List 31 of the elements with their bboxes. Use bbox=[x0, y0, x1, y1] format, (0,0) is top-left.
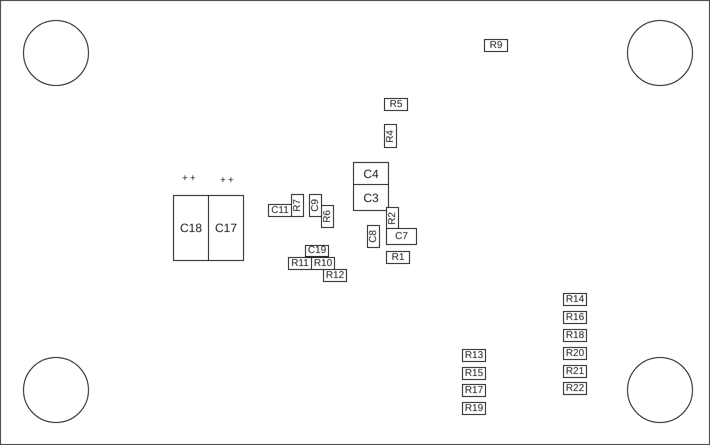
component-footprint: R7 bbox=[291, 194, 304, 217]
component-footprint: R4 bbox=[384, 124, 397, 148]
component-footprint: R17 bbox=[462, 384, 486, 397]
component-footprint: R13 bbox=[462, 349, 486, 362]
component-footprint: C19 bbox=[305, 245, 329, 257]
component-footprint: R16 bbox=[563, 311, 587, 324]
component-footprint: C3 bbox=[353, 184, 389, 211]
component-footprint: R20 bbox=[563, 347, 587, 360]
component-footprint: R19 bbox=[462, 402, 486, 415]
component-footprint: R14 bbox=[563, 293, 587, 306]
component-footprint: R12 bbox=[323, 269, 347, 282]
polarity-mark: ++ bbox=[220, 175, 236, 186]
polarity-mark: ++ bbox=[182, 173, 198, 184]
component-footprint: C11 bbox=[268, 204, 292, 217]
component-footprint: C7 bbox=[386, 228, 417, 245]
component-footprint: R5 bbox=[384, 98, 408, 111]
component-footprint: R15 bbox=[462, 367, 486, 380]
component-footprint: C18 bbox=[173, 195, 209, 261]
component-footprint: R22 bbox=[563, 382, 587, 395]
component-footprint: R11 bbox=[288, 257, 312, 270]
component-footprint: C8 bbox=[367, 225, 380, 248]
component-footprint: R21 bbox=[563, 365, 587, 378]
component-footprint: R18 bbox=[563, 329, 587, 342]
component-footprint: R9 bbox=[484, 39, 508, 52]
component-footprint: C9 bbox=[309, 194, 322, 217]
component-footprint: R6 bbox=[321, 205, 334, 228]
component-footprint: R2 bbox=[386, 207, 399, 230]
component-footprint: C4 bbox=[353, 162, 389, 185]
component-footprint: C17 bbox=[208, 195, 244, 261]
component-footprint: R10 bbox=[311, 257, 335, 270]
component-footprint: R1 bbox=[386, 251, 410, 264]
